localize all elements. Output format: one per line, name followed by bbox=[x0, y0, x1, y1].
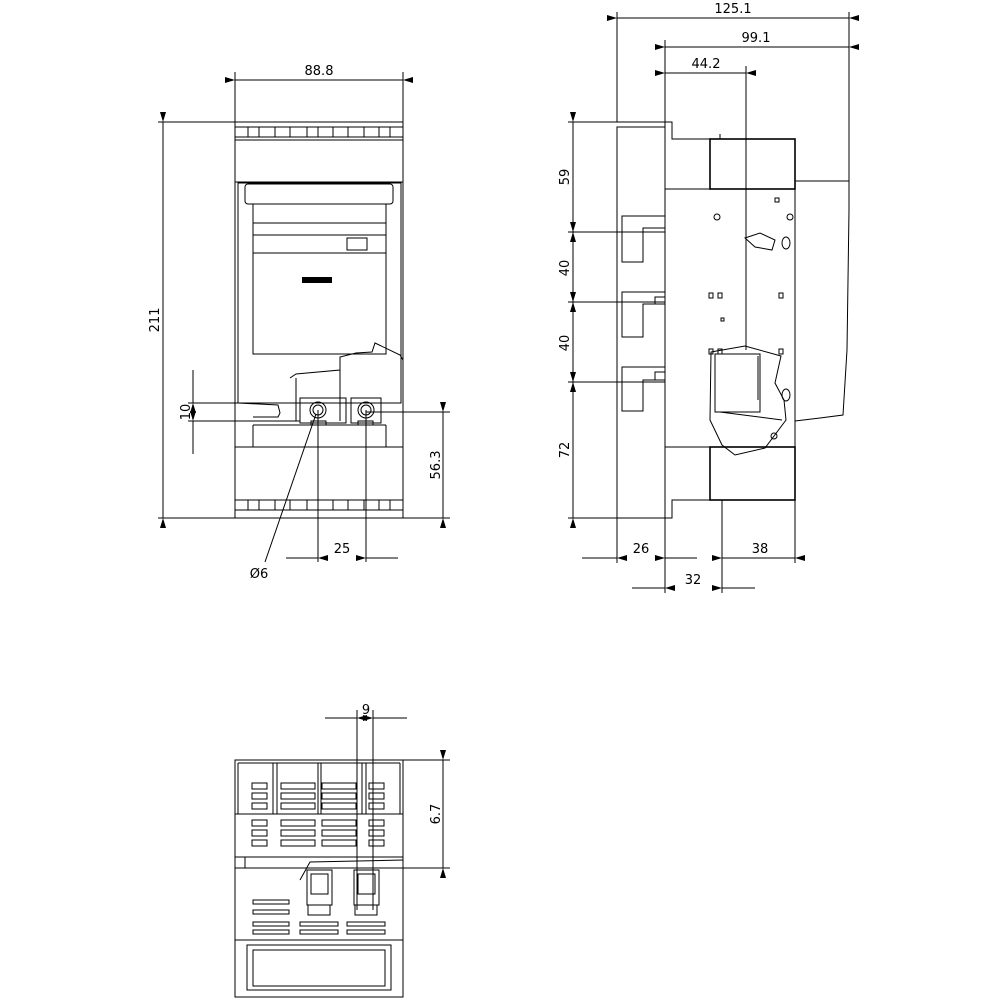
dim-label-slot-depth: 6.7 bbox=[429, 804, 444, 825]
dim-label-terminal-height: 10 bbox=[179, 404, 194, 421]
dim-label-terminal-offset: 56.3 bbox=[429, 451, 444, 480]
dim-label-terminal-pitch: 25 bbox=[334, 542, 351, 557]
dim-label-pitch-1: 40 bbox=[558, 260, 573, 277]
dim-label-overall-depth: 125.1 bbox=[714, 2, 751, 17]
rating-label bbox=[346, 237, 368, 251]
dim-label-body-depth: 99.1 bbox=[742, 31, 771, 46]
dim-label-hole-diameter: Ø6 bbox=[250, 567, 269, 582]
dim-label-height: 211 bbox=[148, 308, 163, 333]
dim-label-flange: 26 bbox=[633, 542, 650, 557]
dimension-terminal-pitch: 25 bbox=[286, 410, 398, 562]
dimension-body-depth: 99.1 bbox=[655, 31, 859, 127]
dimension-vertical-chain: 59 40 40 72 bbox=[558, 112, 665, 528]
dimension-terminal-offset: 56.3 bbox=[366, 402, 450, 528]
top-vent-slots bbox=[247, 127, 391, 137]
dim-label-width: 88.8 bbox=[305, 64, 334, 79]
dimension-terminal-height: 10 bbox=[179, 370, 300, 454]
front-view: 88.8 211 10 56.3 25 Ø6 bbox=[148, 64, 450, 582]
dimension-height: 211 bbox=[148, 112, 235, 528]
dimension-width: 88.8 bbox=[225, 64, 413, 122]
release-mechanism bbox=[709, 345, 791, 456]
terminal-openings bbox=[306, 869, 380, 916]
dimension-slot-depth: 6.7 bbox=[373, 750, 450, 878]
dimension-hole-diameter: Ø6 bbox=[250, 413, 317, 582]
dim-label-top-to-first: 59 bbox=[558, 169, 573, 186]
dimension-slot-pitch: 9 bbox=[325, 703, 407, 910]
vent-grid bbox=[251, 782, 385, 847]
dim-label-axis-depth: 44.2 bbox=[692, 57, 721, 72]
connection-clamps bbox=[621, 215, 666, 412]
dim-label-slot-pitch: 9 bbox=[362, 703, 370, 718]
dimension-overall-depth: 125.1 bbox=[607, 2, 859, 181]
brand-logo-plate bbox=[302, 277, 332, 283]
din-rail-latch bbox=[246, 944, 392, 991]
dim-label-rail-to-front: 38 bbox=[752, 542, 769, 557]
dimension-bottom-chain: 26 38 32 bbox=[582, 500, 805, 593]
dim-label-pitch-2: 40 bbox=[558, 335, 573, 352]
dim-label-rail-offset: 32 bbox=[685, 573, 702, 588]
dimension-axis-depth: 44.2 bbox=[655, 57, 756, 350]
side-view: 125.1 99.1 44.2 59 40 40 72 bbox=[558, 2, 859, 593]
bottom-vent-slots bbox=[247, 500, 391, 510]
bottom-view: 9 6.7 bbox=[234, 703, 450, 998]
dim-label-bottom: 72 bbox=[558, 442, 573, 459]
